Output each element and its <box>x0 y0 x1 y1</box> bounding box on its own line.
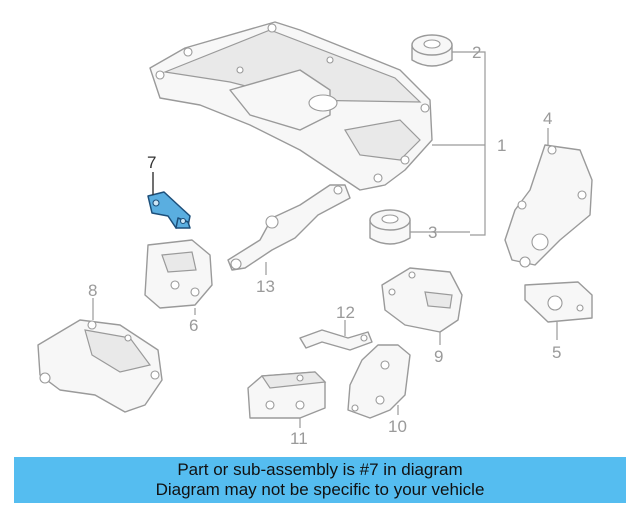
part-link-rod-12 <box>299 329 373 351</box>
parts-diagram: 2 1 3 4 5 6 7 8 9 10 11 12 13 <box>37 21 593 448</box>
part-torque-arm-13 <box>227 184 351 271</box>
callout-13: 13 <box>256 277 275 296</box>
part-block-mount-11 <box>247 371 327 419</box>
part-transmission-mount-9 <box>381 267 463 333</box>
part-engine-mount-6 <box>144 239 213 309</box>
callout-1: 1 <box>497 136 506 155</box>
part-transmission-bracket-8 <box>37 319 163 413</box>
callout-10: 10 <box>388 417 407 436</box>
banner-line-2: Diagram may not be specific to your vehi… <box>155 480 485 499</box>
callout-4: 4 <box>543 109 552 128</box>
callout-2: 2 <box>472 43 481 62</box>
part-7-highlighted-bracket[interactable] <box>147 191 191 229</box>
part-bushing-upper <box>411 34 453 67</box>
part-bushing-lower <box>369 209 411 245</box>
callout-6: 6 <box>189 316 198 335</box>
part-mount-bracket-5 <box>524 281 593 323</box>
banner-line-1: Part or sub-assembly is #7 in diagram <box>177 460 463 479</box>
callout-11: 11 <box>290 429 308 448</box>
callout-5: 5 <box>552 343 561 362</box>
callout-9: 9 <box>434 347 443 366</box>
part-engine-bracket-right <box>504 144 593 268</box>
callout-3: 3 <box>428 223 437 242</box>
callout-8: 8 <box>88 281 97 300</box>
callout-12: 12 <box>336 303 355 322</box>
part-subframe <box>149 21 433 191</box>
leader-lines <box>92 51 558 428</box>
callout-7: 7 <box>147 153 156 172</box>
info-banner: Part or sub-assembly is #7 in diagram Di… <box>14 457 626 503</box>
part-bracket-10 <box>347 344 411 419</box>
